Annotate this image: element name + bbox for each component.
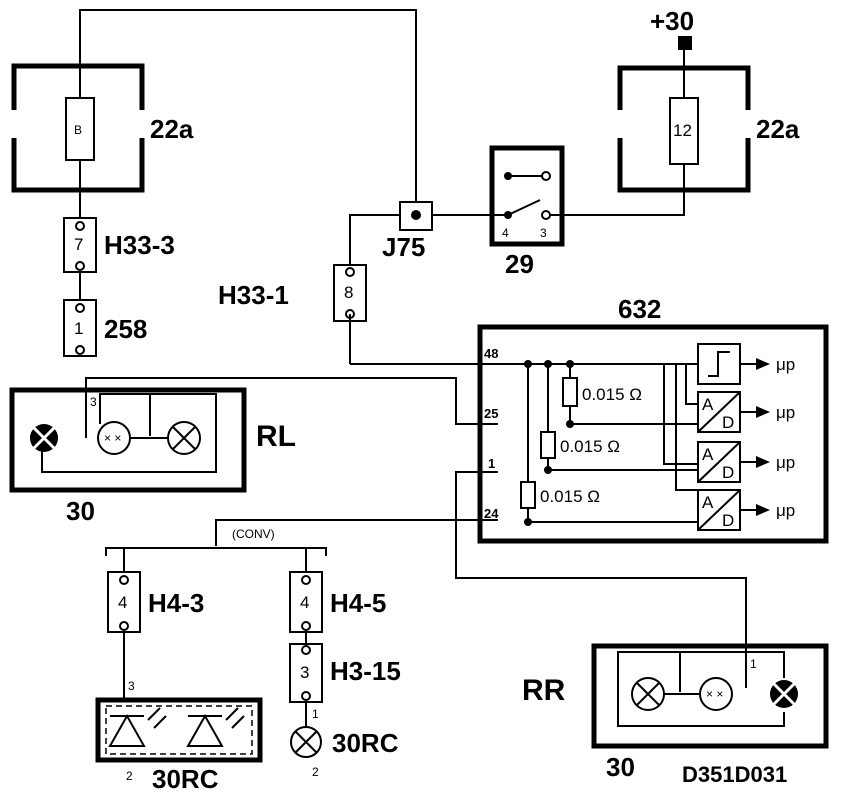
svg-text:D: D bbox=[722, 413, 734, 432]
rc-pin2: 2 bbox=[312, 765, 319, 779]
plus30-label: +30 bbox=[650, 6, 694, 36]
connector-h4-3: 4 H4-3 bbox=[107, 571, 204, 700]
h3-15-label: H3-15 bbox=[330, 656, 401, 686]
fuse-right-num: 12 bbox=[673, 121, 692, 140]
diagram-id: D351D031 bbox=[682, 762, 787, 787]
bulb-icon bbox=[30, 424, 58, 452]
rr-label: RR bbox=[522, 674, 566, 707]
up-3: μp bbox=[776, 453, 795, 472]
connector-h33-3: 7 H33-3 bbox=[63, 217, 175, 273]
led-pin3: 3 bbox=[128, 679, 135, 693]
lamp-unit-rl: × × 3 RL 30 bbox=[9, 377, 498, 526]
conv-label: (CONV) bbox=[232, 527, 275, 541]
h4-5-pin: 4 bbox=[300, 593, 309, 612]
bulb-30rc: 1 2 30RC bbox=[290, 707, 399, 779]
fuse-left-box-label: 22a bbox=[150, 114, 194, 144]
resistor-1 bbox=[562, 377, 578, 407]
rr-pin: 1 bbox=[750, 657, 757, 671]
resistor-2 bbox=[540, 431, 556, 459]
lamp-left-num: 30 bbox=[66, 496, 95, 526]
switch-29: 4 3 29 bbox=[489, 145, 565, 279]
adc-3: A D bbox=[697, 489, 741, 531]
fuse-left-letter: B bbox=[74, 123, 82, 137]
bulb-icon bbox=[770, 680, 798, 708]
adc-2: A D bbox=[697, 441, 741, 483]
pin48-label: 48 bbox=[484, 346, 498, 361]
conv-bracket: (CONV) bbox=[105, 519, 498, 572]
h33-3-pin: 7 bbox=[74, 235, 83, 254]
connector-h3-15: 3 H3-15 bbox=[289, 643, 401, 728]
h33-1-label: H33-1 bbox=[218, 280, 289, 310]
adc-1: A D bbox=[697, 391, 741, 433]
h33-3-label: H33-3 bbox=[104, 230, 175, 260]
connector-258: 1 258 bbox=[63, 299, 147, 357]
pin25-label: 25 bbox=[484, 406, 498, 421]
fuse-box-left: B 22a bbox=[11, 63, 194, 193]
led-30rc-label: 30RC bbox=[152, 764, 219, 794]
bulb-icon: × × bbox=[97, 421, 131, 455]
svg-text:D: D bbox=[722, 511, 734, 530]
switch-pin3: 3 bbox=[540, 226, 547, 240]
svg-text:A: A bbox=[702, 445, 714, 464]
lamp-right-num: 30 bbox=[606, 752, 635, 782]
258-pin: 1 bbox=[74, 319, 83, 338]
h4-3-label: H4-3 bbox=[148, 588, 204, 618]
258-label: 258 bbox=[104, 314, 147, 344]
pin1-label: 1 bbox=[488, 456, 495, 471]
up-4: μp bbox=[776, 501, 795, 520]
top-wires bbox=[79, 9, 685, 300]
led-unit-30rc: 3 2 30RC bbox=[95, 679, 263, 794]
led-pin2: 2 bbox=[126, 769, 133, 783]
plus30-terminal: +30 bbox=[650, 6, 694, 50]
rc-30rc-label: 30RC bbox=[332, 728, 399, 758]
resistor-3 bbox=[520, 481, 536, 509]
module-632: 632 48 25 1 24 0.015 Ω 0.015 Ω 0.015 Ω bbox=[349, 294, 829, 544]
switch-29-label: 29 bbox=[505, 249, 534, 279]
j75-label: J75 bbox=[382, 232, 425, 262]
h3-15-pin: 3 bbox=[300, 663, 309, 682]
resistor-3-label: 0.015 Ω bbox=[540, 487, 600, 506]
rl-label: RL bbox=[256, 420, 296, 453]
rl-pin: 3 bbox=[90, 395, 97, 409]
h4-5-label: H4-5 bbox=[330, 588, 386, 618]
switch-pin4: 4 bbox=[502, 226, 509, 240]
led-icon bbox=[186, 707, 245, 747]
junction-j75: J75 bbox=[382, 201, 433, 262]
module-632-label: 632 bbox=[618, 294, 661, 324]
h33-1-pin: 8 bbox=[344, 283, 353, 302]
svg-text:× ×: × × bbox=[104, 431, 121, 445]
svg-text:× ×: × × bbox=[706, 687, 723, 701]
resistor-1-label: 0.015 Ω bbox=[582, 385, 642, 404]
h4-3-pin: 4 bbox=[118, 593, 127, 612]
up-2: μp bbox=[776, 403, 795, 422]
connector-h33-1: 8 H33-1 bbox=[218, 264, 367, 322]
led-icon bbox=[108, 707, 167, 747]
bulb-icon bbox=[167, 421, 201, 455]
bulb-icon bbox=[631, 677, 665, 711]
rc-pin1: 1 bbox=[312, 707, 319, 721]
svg-text:D: D bbox=[722, 463, 734, 482]
resistor-2-label: 0.015 Ω bbox=[560, 437, 620, 456]
lamp-unit-rr: × × 1 RR 30 bbox=[455, 471, 829, 782]
up-1: μp bbox=[776, 355, 795, 374]
pin24-label: 24 bbox=[484, 506, 499, 521]
fuse-box-right: 12 22a bbox=[617, 65, 800, 193]
connector-h4-5: 4 H4-5 bbox=[289, 571, 386, 644]
svg-text:A: A bbox=[702, 493, 714, 512]
fuse-right-box-label: 22a bbox=[756, 114, 800, 144]
bulb-icon: × × bbox=[699, 677, 733, 711]
svg-text:A: A bbox=[702, 395, 714, 414]
